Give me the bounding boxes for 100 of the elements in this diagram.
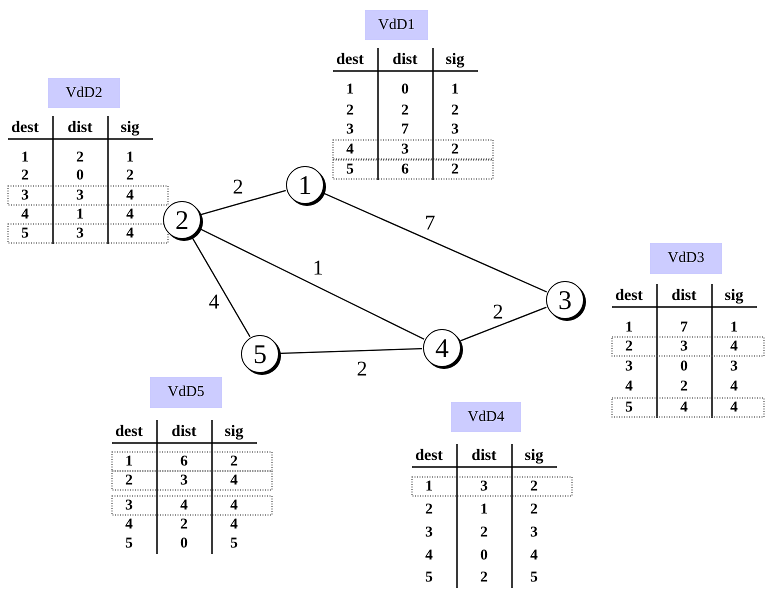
- table-cell: 2: [76, 150, 84, 166]
- table-cell: 2: [425, 502, 433, 518]
- graph-node-circle: 4: [423, 329, 461, 367]
- table-cell: 1: [346, 82, 354, 98]
- table-title: VdD4: [451, 402, 521, 432]
- table-cell: 1: [730, 320, 738, 336]
- table-cell: 1: [451, 82, 459, 98]
- table-title: VdD5: [150, 377, 222, 408]
- table-cell: 4: [680, 400, 688, 416]
- table-cell: 3: [401, 142, 409, 158]
- table-cell: 5: [21, 226, 29, 242]
- table-cell: 6: [180, 454, 188, 470]
- table-cell: 2: [401, 104, 409, 118]
- table-cell: 1: [480, 502, 488, 518]
- table-cell: 4: [21, 208, 29, 222]
- column-header: sig: [224, 424, 244, 440]
- table-cell: 7: [680, 320, 688, 336]
- connector-line: [200, 228, 424, 340]
- table-cell: 6: [401, 162, 409, 178]
- connector-line: [323, 192, 547, 292]
- table-cell: 2: [480, 526, 488, 540]
- table-cell: 2: [480, 570, 488, 586]
- table-cell: 1: [125, 454, 133, 470]
- table-cell: 2: [126, 168, 134, 184]
- table-cell: 2: [451, 162, 459, 178]
- table-cell: 2: [530, 502, 538, 518]
- column-header: dist: [68, 120, 92, 136]
- table-cell: 2: [530, 480, 538, 494]
- graph-node-circle: 2: [163, 201, 201, 239]
- connector-line: [460, 306, 547, 342]
- column-header: sig: [120, 120, 140, 136]
- table-cell: 2: [125, 474, 133, 488]
- table-cell: 2: [625, 340, 633, 354]
- table-cell: 5: [530, 570, 538, 586]
- table-cell: 3: [125, 498, 133, 514]
- table-cell: 3: [425, 526, 433, 540]
- connector-line: [201, 190, 286, 216]
- table-cell: 1: [126, 150, 134, 166]
- table-cell: 0: [76, 168, 84, 184]
- table-cell: 0: [401, 82, 409, 98]
- table-cell: 2: [230, 454, 238, 470]
- table-cell: 4: [180, 498, 188, 514]
- table-cell: 3: [451, 122, 459, 138]
- table-cell: 3: [21, 188, 29, 204]
- table-cell: 3: [625, 360, 633, 374]
- table-cell: 4: [230, 474, 238, 488]
- table-cell: 2: [21, 168, 29, 184]
- table-cell: 2: [180, 518, 188, 532]
- table-cell: 4: [126, 188, 134, 204]
- table-cell: 5: [230, 536, 238, 552]
- table-cell: 4: [126, 208, 134, 222]
- table-cell: 5: [346, 162, 354, 178]
- table-cell: 4: [530, 548, 538, 564]
- table-cell: 1: [625, 320, 633, 336]
- connector-line: [192, 236, 250, 338]
- column-header: dest: [115, 424, 143, 440]
- column-header: dist: [472, 448, 496, 464]
- column-header: dist: [392, 52, 418, 68]
- connector-line: [280, 348, 422, 354]
- table-title: VdD1: [365, 10, 428, 40]
- table-cell: 4: [125, 518, 133, 532]
- table-cell: 4: [230, 498, 238, 514]
- table-cell: 4: [425, 548, 433, 564]
- column-header: dest: [336, 52, 364, 68]
- column-header: dest: [415, 448, 443, 464]
- column-header: sig: [446, 52, 464, 68]
- table-cell: 0: [680, 360, 688, 374]
- table-cell: 3: [530, 526, 538, 540]
- graph-node-circle: 1: [286, 166, 324, 204]
- table-cell: 3: [76, 188, 84, 204]
- table-cell: 3: [680, 340, 688, 354]
- table-cell: 0: [180, 536, 188, 552]
- table-cell: 4: [730, 340, 738, 354]
- table-cell: 4: [230, 518, 238, 532]
- table-cell: 2: [451, 142, 459, 158]
- table-cell: 2: [451, 104, 459, 118]
- table-cell: 5: [425, 570, 433, 586]
- table-cell: 3: [480, 480, 488, 494]
- graph-node-circle: 5: [241, 335, 279, 373]
- table-title: VdD2: [48, 78, 120, 108]
- table-cell: 4: [730, 400, 738, 416]
- table-cell: 2: [346, 104, 354, 118]
- column-header: dest: [615, 288, 643, 304]
- table-cell: 1: [425, 480, 433, 494]
- graph-node-circle: 3: [546, 281, 584, 319]
- table-cell: 4: [730, 380, 738, 394]
- table-cell: 3: [76, 226, 84, 242]
- table-cell: 3: [346, 122, 354, 138]
- table-cell: 5: [125, 536, 133, 552]
- column-header: dist: [172, 424, 196, 440]
- table-cell: 4: [625, 380, 633, 394]
- table-cell: 3: [180, 474, 188, 488]
- table-title: VdD3: [650, 243, 722, 274]
- table-cell: 1: [21, 150, 29, 166]
- column-header: dist: [672, 288, 696, 304]
- column-header: sig: [724, 288, 744, 304]
- table-cell: 5: [625, 400, 633, 416]
- column-header: dest: [11, 120, 39, 136]
- table-cell: 1: [76, 208, 84, 222]
- table-cell: 0: [480, 548, 488, 564]
